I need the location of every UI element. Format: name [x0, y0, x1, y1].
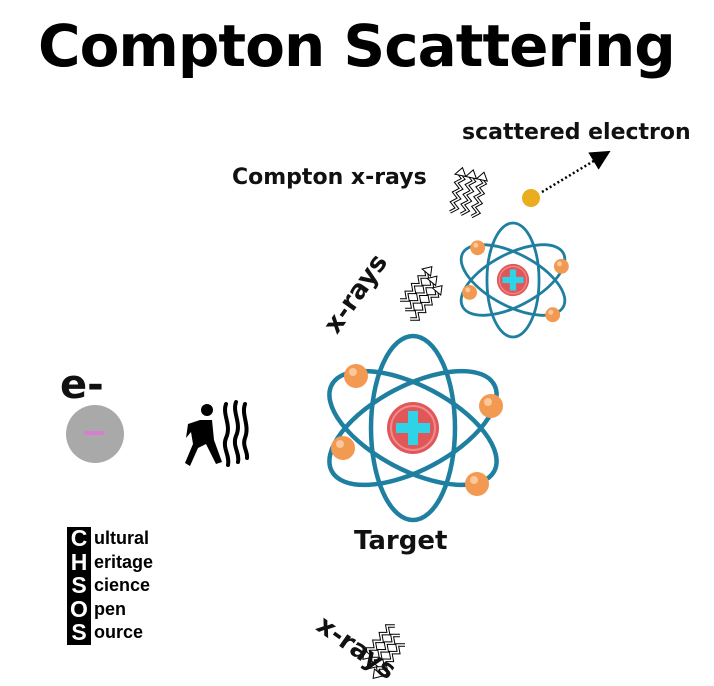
scattered-electron-dot — [522, 189, 540, 207]
logo-letter: S — [67, 573, 91, 598]
logo-word: cience — [94, 575, 151, 596]
compton-xrays-label: Compton x-rays — [232, 165, 427, 190]
logo-letter: C — [67, 526, 91, 551]
scattering-atom — [449, 221, 577, 339]
logo-word: pen — [94, 598, 127, 619]
logo-word: ource — [94, 622, 144, 643]
scattered-electron-arrow — [541, 150, 611, 194]
page-title: Compton Scattering — [38, 12, 676, 80]
logo-letter: S — [67, 620, 91, 645]
incoming-xray-waves-icon — [395, 261, 448, 326]
logo-word: ultural — [94, 528, 150, 549]
running-person-icon — [185, 400, 250, 467]
logo-letter: H — [67, 550, 91, 574]
compton-xray-waves-icon — [445, 164, 491, 220]
target-atom — [312, 336, 514, 520]
logo-word: eritage — [94, 551, 154, 572]
scattered-electron-label: scattered electron — [462, 120, 691, 145]
electron-ball — [66, 405, 124, 463]
logo-letter: O — [67, 597, 91, 621]
electron-label: e- — [60, 362, 104, 408]
target-label: Target — [354, 526, 448, 556]
